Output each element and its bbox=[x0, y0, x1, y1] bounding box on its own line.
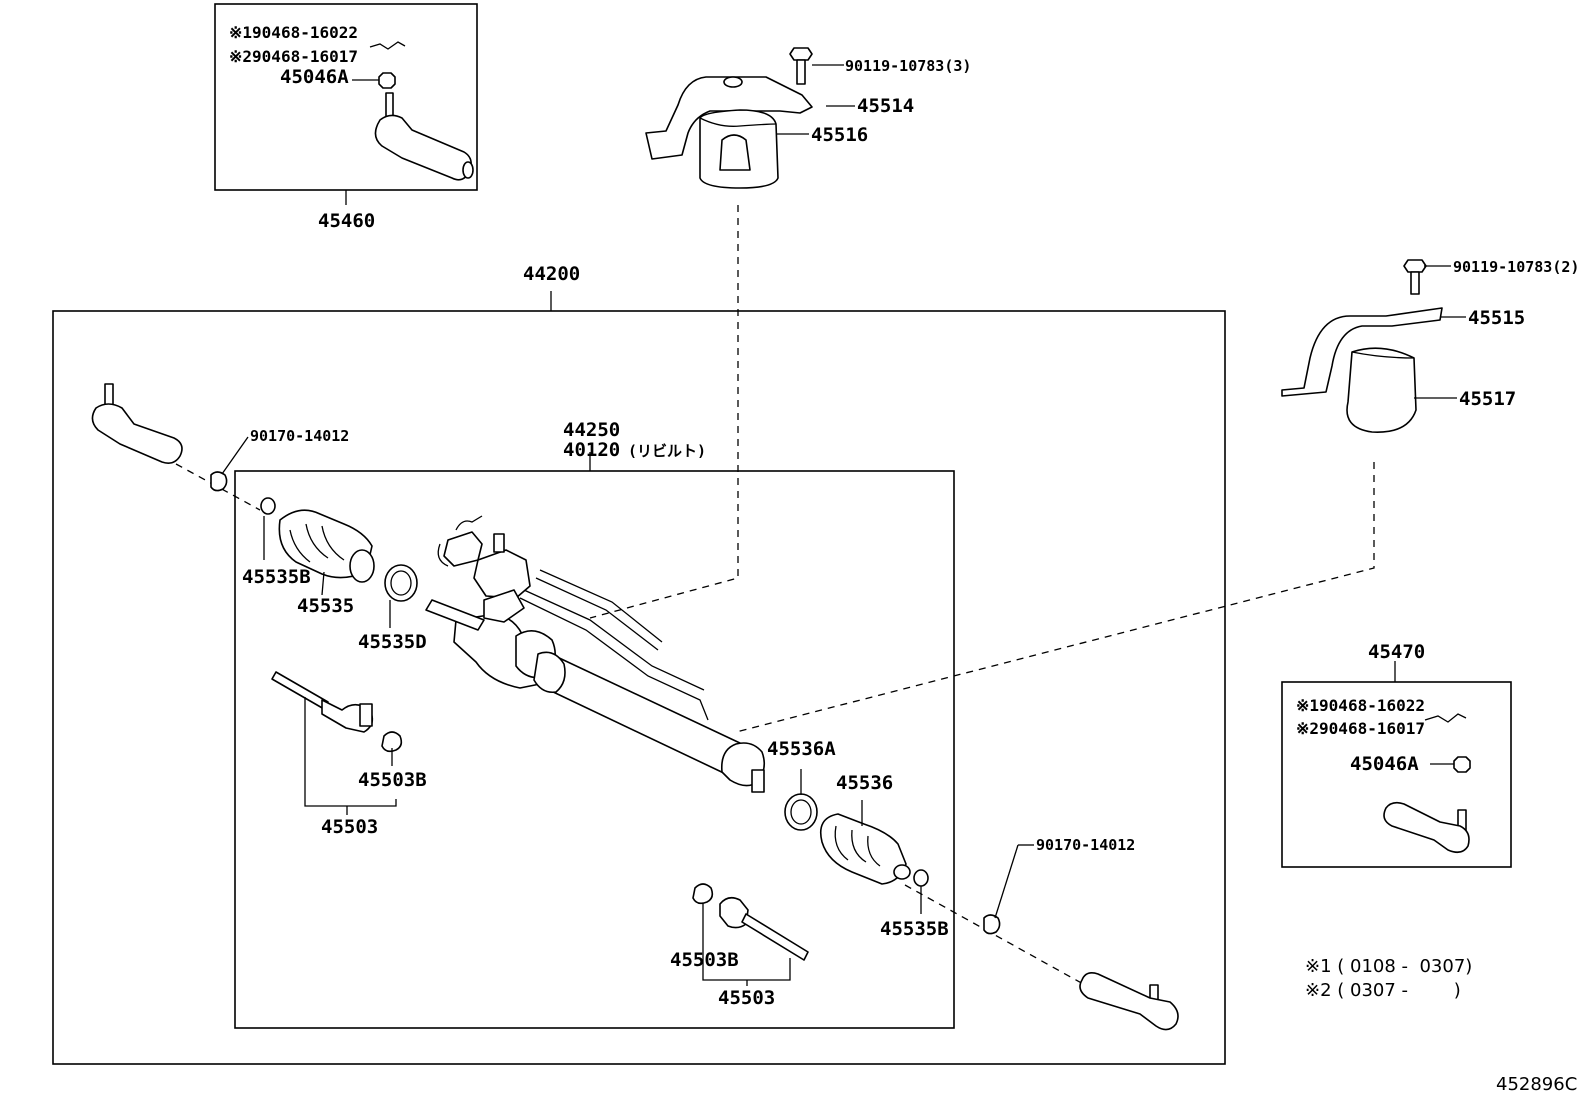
label-bolt-2: 90119-10783(2) bbox=[1453, 258, 1579, 276]
label-inset-right-line2: ※290468-16017 bbox=[1296, 719, 1425, 738]
label-45517: 45517 bbox=[1459, 388, 1516, 410]
label-45535B-right: 45535B bbox=[880, 918, 949, 940]
label-inset-right-line1: ※190468-16022 bbox=[1296, 696, 1425, 715]
nut-left bbox=[210, 471, 228, 492]
label-40120: 40120 bbox=[563, 439, 620, 461]
inset-box-45470 bbox=[1281, 681, 1512, 868]
bolt-right bbox=[1403, 259, 1427, 295]
label-nut-45046A-right: 45046A bbox=[1350, 753, 1419, 775]
band-45536A bbox=[784, 793, 818, 831]
label-45516: 45516 bbox=[811, 124, 868, 146]
label-45460: 45460 bbox=[318, 210, 375, 232]
bracket-45515 bbox=[1281, 307, 1443, 433]
label-45535D: 45535D bbox=[358, 631, 427, 653]
label-45503-left: 45503 bbox=[321, 816, 378, 838]
assembly-box-44250 bbox=[234, 470, 955, 1029]
note-2: ※2 ( 0307 - ) bbox=[1305, 980, 1461, 1001]
washer-left-45503B bbox=[381, 731, 403, 753]
washer-right-45503B bbox=[692, 883, 714, 905]
bolt-top bbox=[789, 47, 813, 85]
steering-rack bbox=[425, 515, 766, 793]
label-45515: 45515 bbox=[1468, 307, 1525, 329]
label-45503B-left: 45503B bbox=[358, 769, 427, 791]
boot-left-45535 bbox=[278, 509, 375, 583]
label-40120-note: (リビルト) bbox=[628, 442, 706, 460]
inner-tie-rod-right bbox=[719, 896, 809, 961]
label-45470: 45470 bbox=[1368, 641, 1425, 663]
inner-tie-rod-left bbox=[271, 671, 374, 733]
label-44200: 44200 bbox=[523, 263, 580, 285]
label-nut-right: 90170-14012 bbox=[1036, 836, 1135, 854]
band-45535D bbox=[384, 564, 418, 602]
label-44250: 44250 bbox=[563, 419, 620, 441]
label-45535: 45535 bbox=[297, 595, 354, 617]
tie-rod-end-right bbox=[1079, 972, 1179, 1031]
label-bolt-3: 90119-10783(3) bbox=[845, 57, 971, 75]
assembly-box-44200 bbox=[52, 310, 1226, 1065]
label-inset-left-line2: ※290468-16017 bbox=[229, 47, 358, 66]
label-45536A: 45536A bbox=[767, 738, 836, 760]
label-45535B-left: 45535B bbox=[242, 566, 311, 588]
label-45503-right: 45503 bbox=[718, 987, 775, 1009]
boot-clip-right bbox=[913, 869, 929, 887]
label-inset-left-line1: ※190468-16022 bbox=[229, 23, 358, 42]
label-nut-left: 90170-14012 bbox=[250, 427, 349, 445]
diagram-code: 452896C bbox=[1496, 1074, 1577, 1095]
bracket-45514 bbox=[645, 76, 813, 189]
nut-right bbox=[983, 914, 1001, 935]
boot-clip-left bbox=[260, 497, 276, 515]
label-45514: 45514 bbox=[857, 95, 914, 117]
tie-rod-end-left bbox=[91, 383, 183, 464]
label-nut-45046A-left: 45046A bbox=[280, 66, 349, 88]
tie-rod-end-inset-right bbox=[1383, 713, 1471, 854]
tie-rod-end-inset-left bbox=[352, 41, 474, 181]
note-1: ※1 ( 0108 - 0307) bbox=[1305, 956, 1472, 977]
label-45536: 45536 bbox=[836, 772, 893, 794]
boot-right-45536 bbox=[819, 813, 911, 885]
label-45503B-right: 45503B bbox=[670, 949, 739, 971]
